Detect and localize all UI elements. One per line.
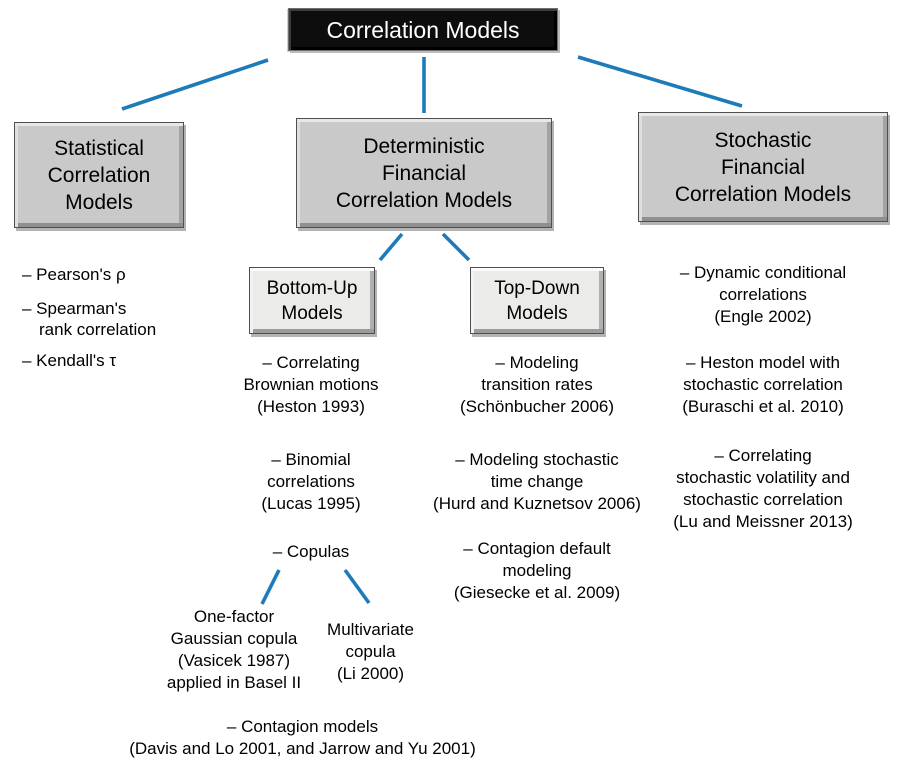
connector-root-stochastic	[577, 55, 743, 108]
node-statistical-correlation-models: Statistical Correlation Models	[14, 122, 184, 228]
node-correlation-models: Correlation Models	[288, 8, 558, 51]
item-heston-model-stochastic-correlation: – Heston model with stochastic correlati…	[682, 353, 844, 416]
connector-copulas-one-factor	[260, 569, 281, 605]
connector-deterministic-bottom-up	[378, 232, 404, 262]
item-modeling-transition-rates: – Modeling transition rates (Schönbucher…	[459, 353, 615, 416]
item-modeling-stochastic-time-change: – Modeling stochastic time change (Hurd …	[433, 450, 641, 513]
item-one-factor-gaussian-copula: One-factor Gaussian copula (Vasicek 1987…	[166, 607, 302, 692]
item-correlating-brownian-motions: – Correlating Brownian motions (Heston 1…	[243, 353, 379, 416]
connector-root-statistical	[121, 58, 269, 111]
item-contagion-default-modeling: – Contagion default modeling (Giesecke e…	[453, 539, 621, 602]
item-correlating-stochastic-volatility-correlation: – Correlating stochastic volatility and …	[673, 446, 853, 531]
connector-deterministic-top-down	[441, 232, 471, 262]
node-top-down-models: Top-Down Models	[470, 267, 604, 334]
item-multivariate-copula: Multivariate copula (Li 2000)	[327, 620, 414, 683]
item-binomial-correlations: – Binomial correlations (Lucas 1995)	[261, 450, 361, 513]
item-spearmans-rank-correlation: – Spearman's rank correlation	[22, 299, 157, 339]
item-contagion-models: – Contagion models (Davis and Lo 2001, a…	[129, 717, 476, 758]
item-copulas: – Copulas	[272, 542, 350, 561]
item-dynamic-conditional-correlations: – Dynamic conditional correlations (Engl…	[679, 263, 847, 326]
connector-copulas-multivariate	[343, 568, 371, 605]
item-pearsons-rho: – Pearson's ρ	[22, 265, 126, 284]
item-kendalls-tau: – Kendall's τ	[22, 351, 117, 370]
node-bottom-up-models: Bottom-Up Models	[249, 267, 375, 334]
node-deterministic-financial-correlation-models: Deterministic Financial Correlation Mode…	[296, 118, 552, 228]
node-stochastic-financial-correlation-models: Stochastic Financial Correlation Models	[638, 112, 888, 222]
